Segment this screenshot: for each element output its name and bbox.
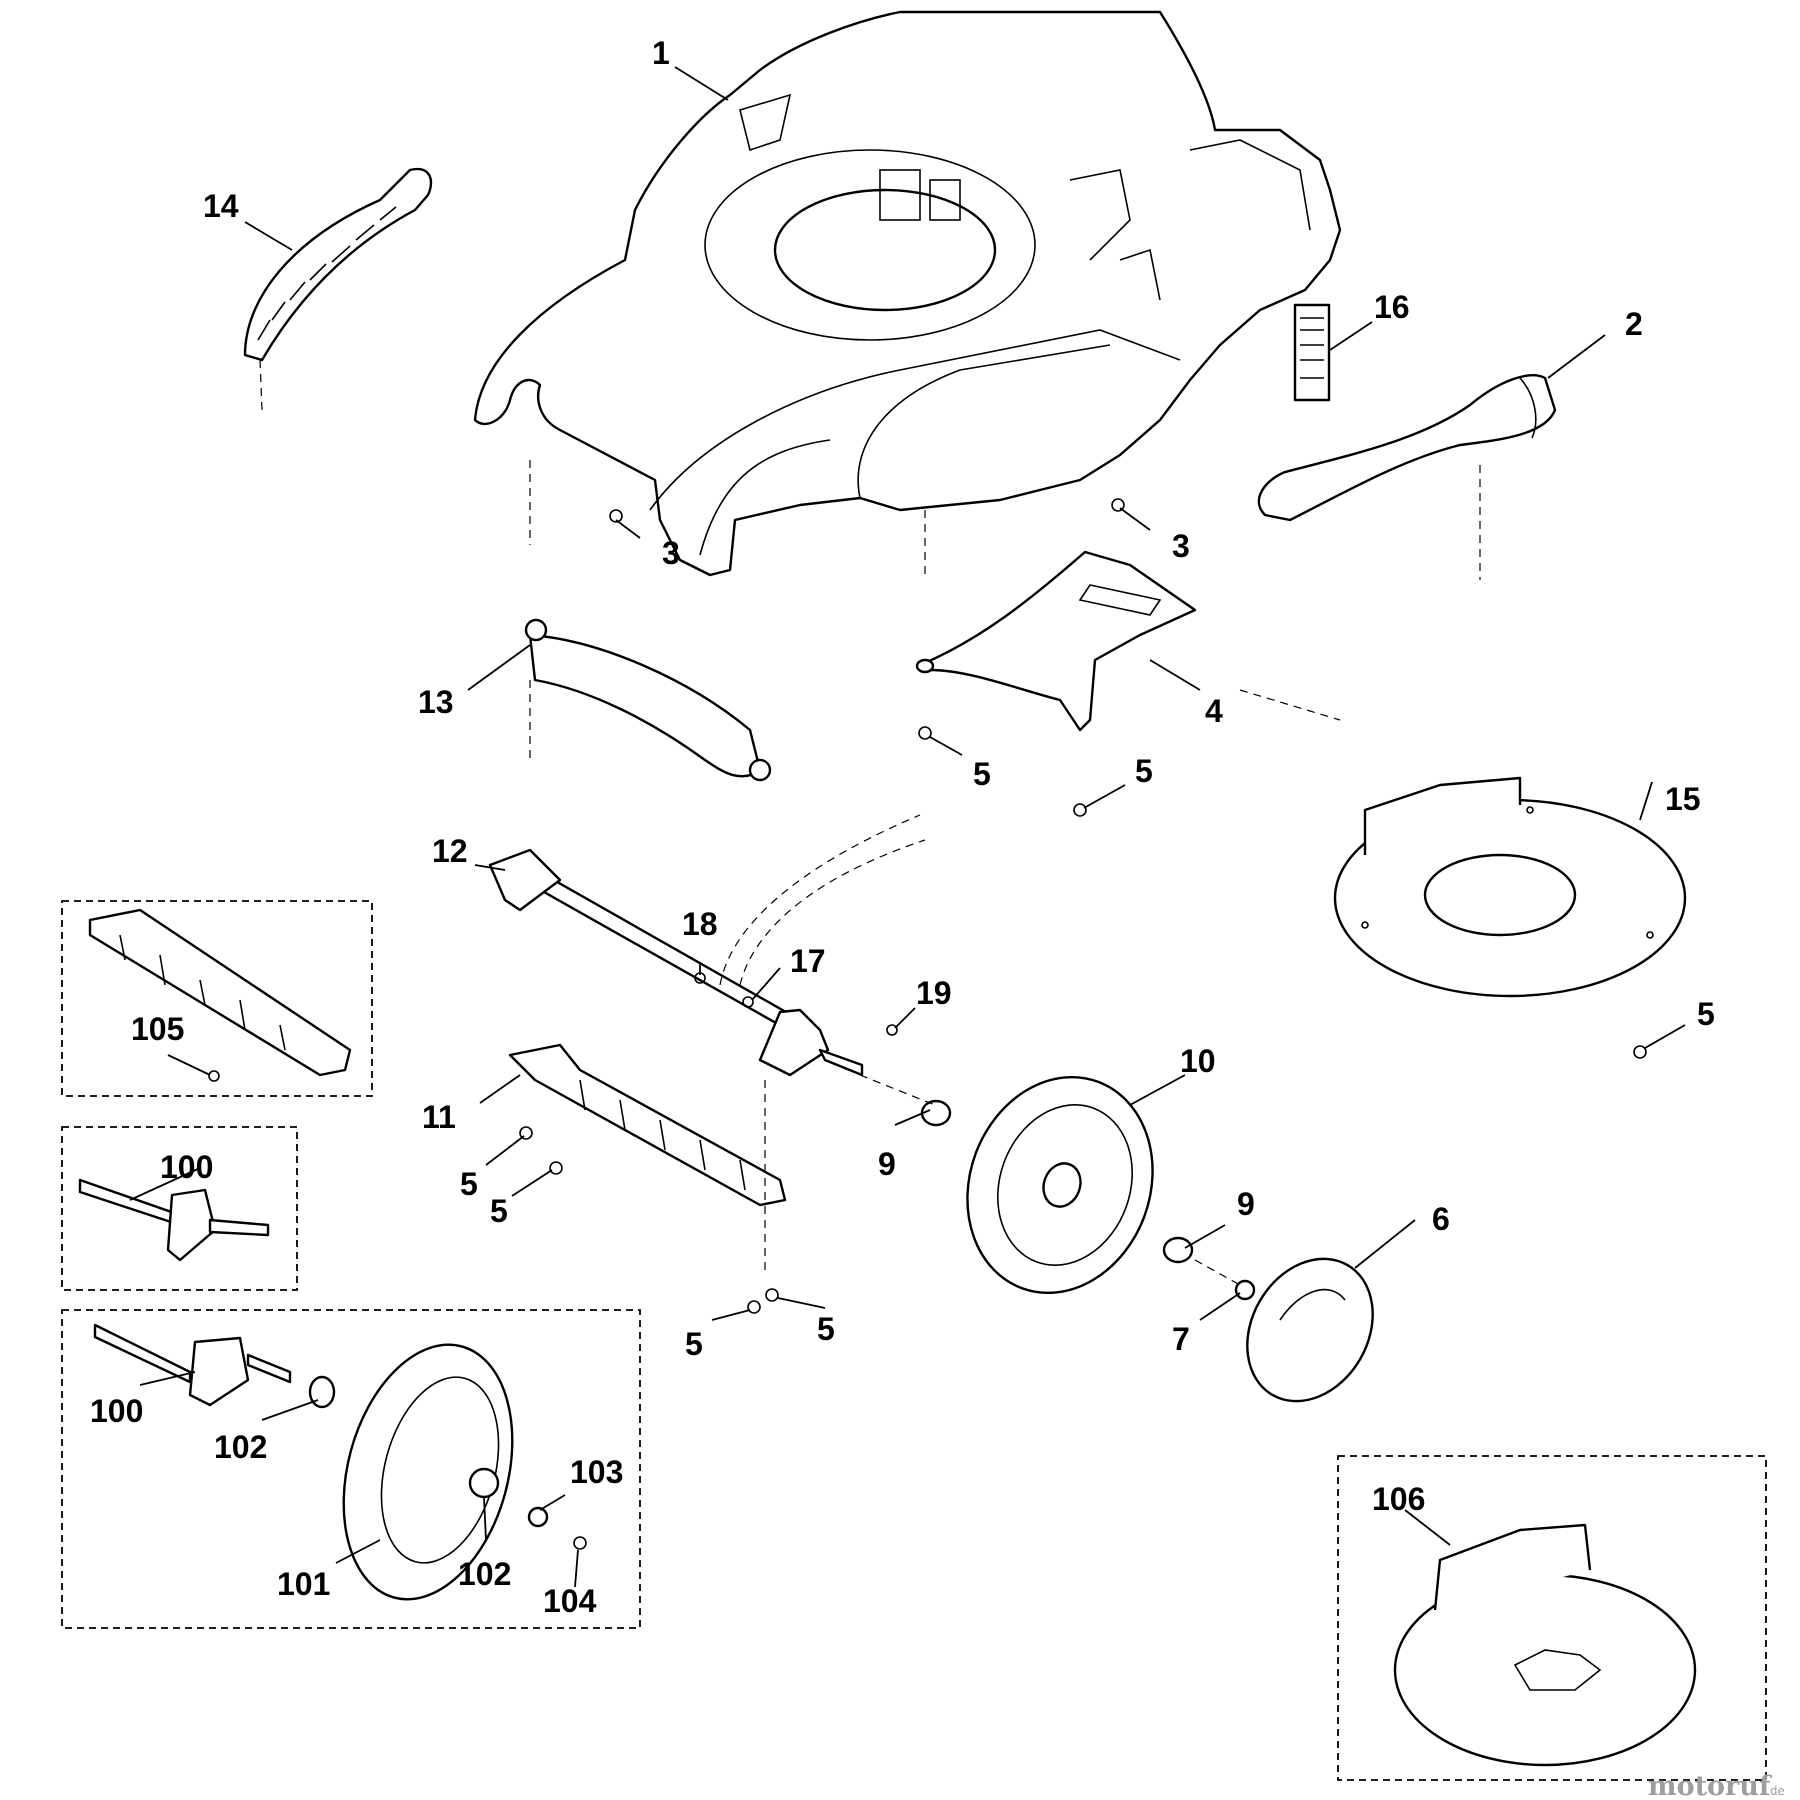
- bearing-icon: [920, 1099, 952, 1127]
- watermark-brand: motoruf: [1648, 1771, 1773, 1800]
- callout-5c: 5: [1697, 996, 1715, 1032]
- bearing-icon: [1162, 1236, 1194, 1264]
- callout-19: 19: [916, 975, 952, 1011]
- callout-1: 1: [652, 35, 670, 71]
- alt-bracket: [88, 908, 352, 1082]
- callout-103: 103: [570, 1454, 623, 1490]
- alt-blade-cover: [1393, 1523, 1697, 1767]
- callout-105: 105: [131, 1011, 184, 1047]
- callout-102b: 102: [458, 1556, 511, 1592]
- grip-cover: [1257, 374, 1557, 522]
- callout-102a: 102: [214, 1429, 267, 1465]
- alt-wheel-assembly: [93, 1323, 587, 1601]
- alt-axle-small: [78, 1178, 270, 1262]
- callout-5f: 5: [685, 1326, 703, 1362]
- callout-3a: 3: [662, 535, 680, 571]
- callout-5g: 5: [817, 1311, 835, 1347]
- callout-14: 14: [203, 188, 239, 224]
- callout-100b: 100: [90, 1393, 143, 1429]
- label-plate: [1293, 303, 1331, 402]
- callout-labels: 1 14 16 2 3 3 13 4 5 5 15 12 18 17 19 5 …: [90, 35, 1715, 1619]
- callout-104: 104: [543, 1583, 597, 1619]
- callout-2: 2: [1625, 306, 1643, 342]
- callout-9b: 9: [1237, 1186, 1255, 1222]
- callout-100a: 100: [160, 1149, 213, 1185]
- callout-15: 15: [1665, 781, 1701, 817]
- callout-7: 7: [1172, 1321, 1190, 1357]
- rear-flap: [243, 167, 433, 362]
- callout-6: 6: [1432, 1201, 1450, 1237]
- callout-13: 13: [418, 684, 454, 720]
- screws: [519, 498, 1647, 1314]
- rear-wheel: [966, 1075, 1154, 1295]
- adjuster-cable: [719, 814, 926, 986]
- inset-frame-100: [61, 1126, 298, 1291]
- nut-icon: [1234, 1279, 1256, 1301]
- watermark: motoruf .de: [1648, 1771, 1785, 1800]
- height-bracket: [508, 1043, 787, 1207]
- callout-5b: 5: [1135, 753, 1153, 789]
- blade-cover: [1333, 776, 1687, 998]
- inset-frame-101: [61, 1309, 641, 1629]
- callout-10: 10: [1180, 1043, 1216, 1079]
- callout-12: 12: [432, 833, 468, 869]
- mower-deck: [473, 10, 1342, 577]
- callout-9a: 9: [878, 1146, 896, 1182]
- callout-5d: 5: [460, 1166, 478, 1202]
- callout-5a: 5: [973, 756, 991, 792]
- leader-lines: [129, 66, 1686, 1588]
- rear-guard: [524, 618, 772, 782]
- callout-4: 4: [1205, 693, 1223, 729]
- callout-106: 106: [1372, 1481, 1425, 1517]
- inset-frame-106: [1337, 1455, 1767, 1781]
- inset-frame-105: [61, 900, 373, 1097]
- callout-17: 17: [790, 943, 826, 979]
- callout-101: 101: [277, 1566, 330, 1602]
- rear-axle: [488, 848, 864, 1077]
- alignment-lines: [259, 359, 1481, 1286]
- hub-cap: [1246, 1257, 1374, 1403]
- watermark-tld: .de: [1766, 1784, 1785, 1798]
- deflector: [915, 550, 1197, 732]
- callout-11: 11: [422, 1099, 456, 1135]
- callout-18: 18: [682, 906, 718, 942]
- callout-5e: 5: [490, 1193, 508, 1229]
- callout-16: 16: [1374, 289, 1410, 325]
- callout-3b: 3: [1172, 528, 1190, 564]
